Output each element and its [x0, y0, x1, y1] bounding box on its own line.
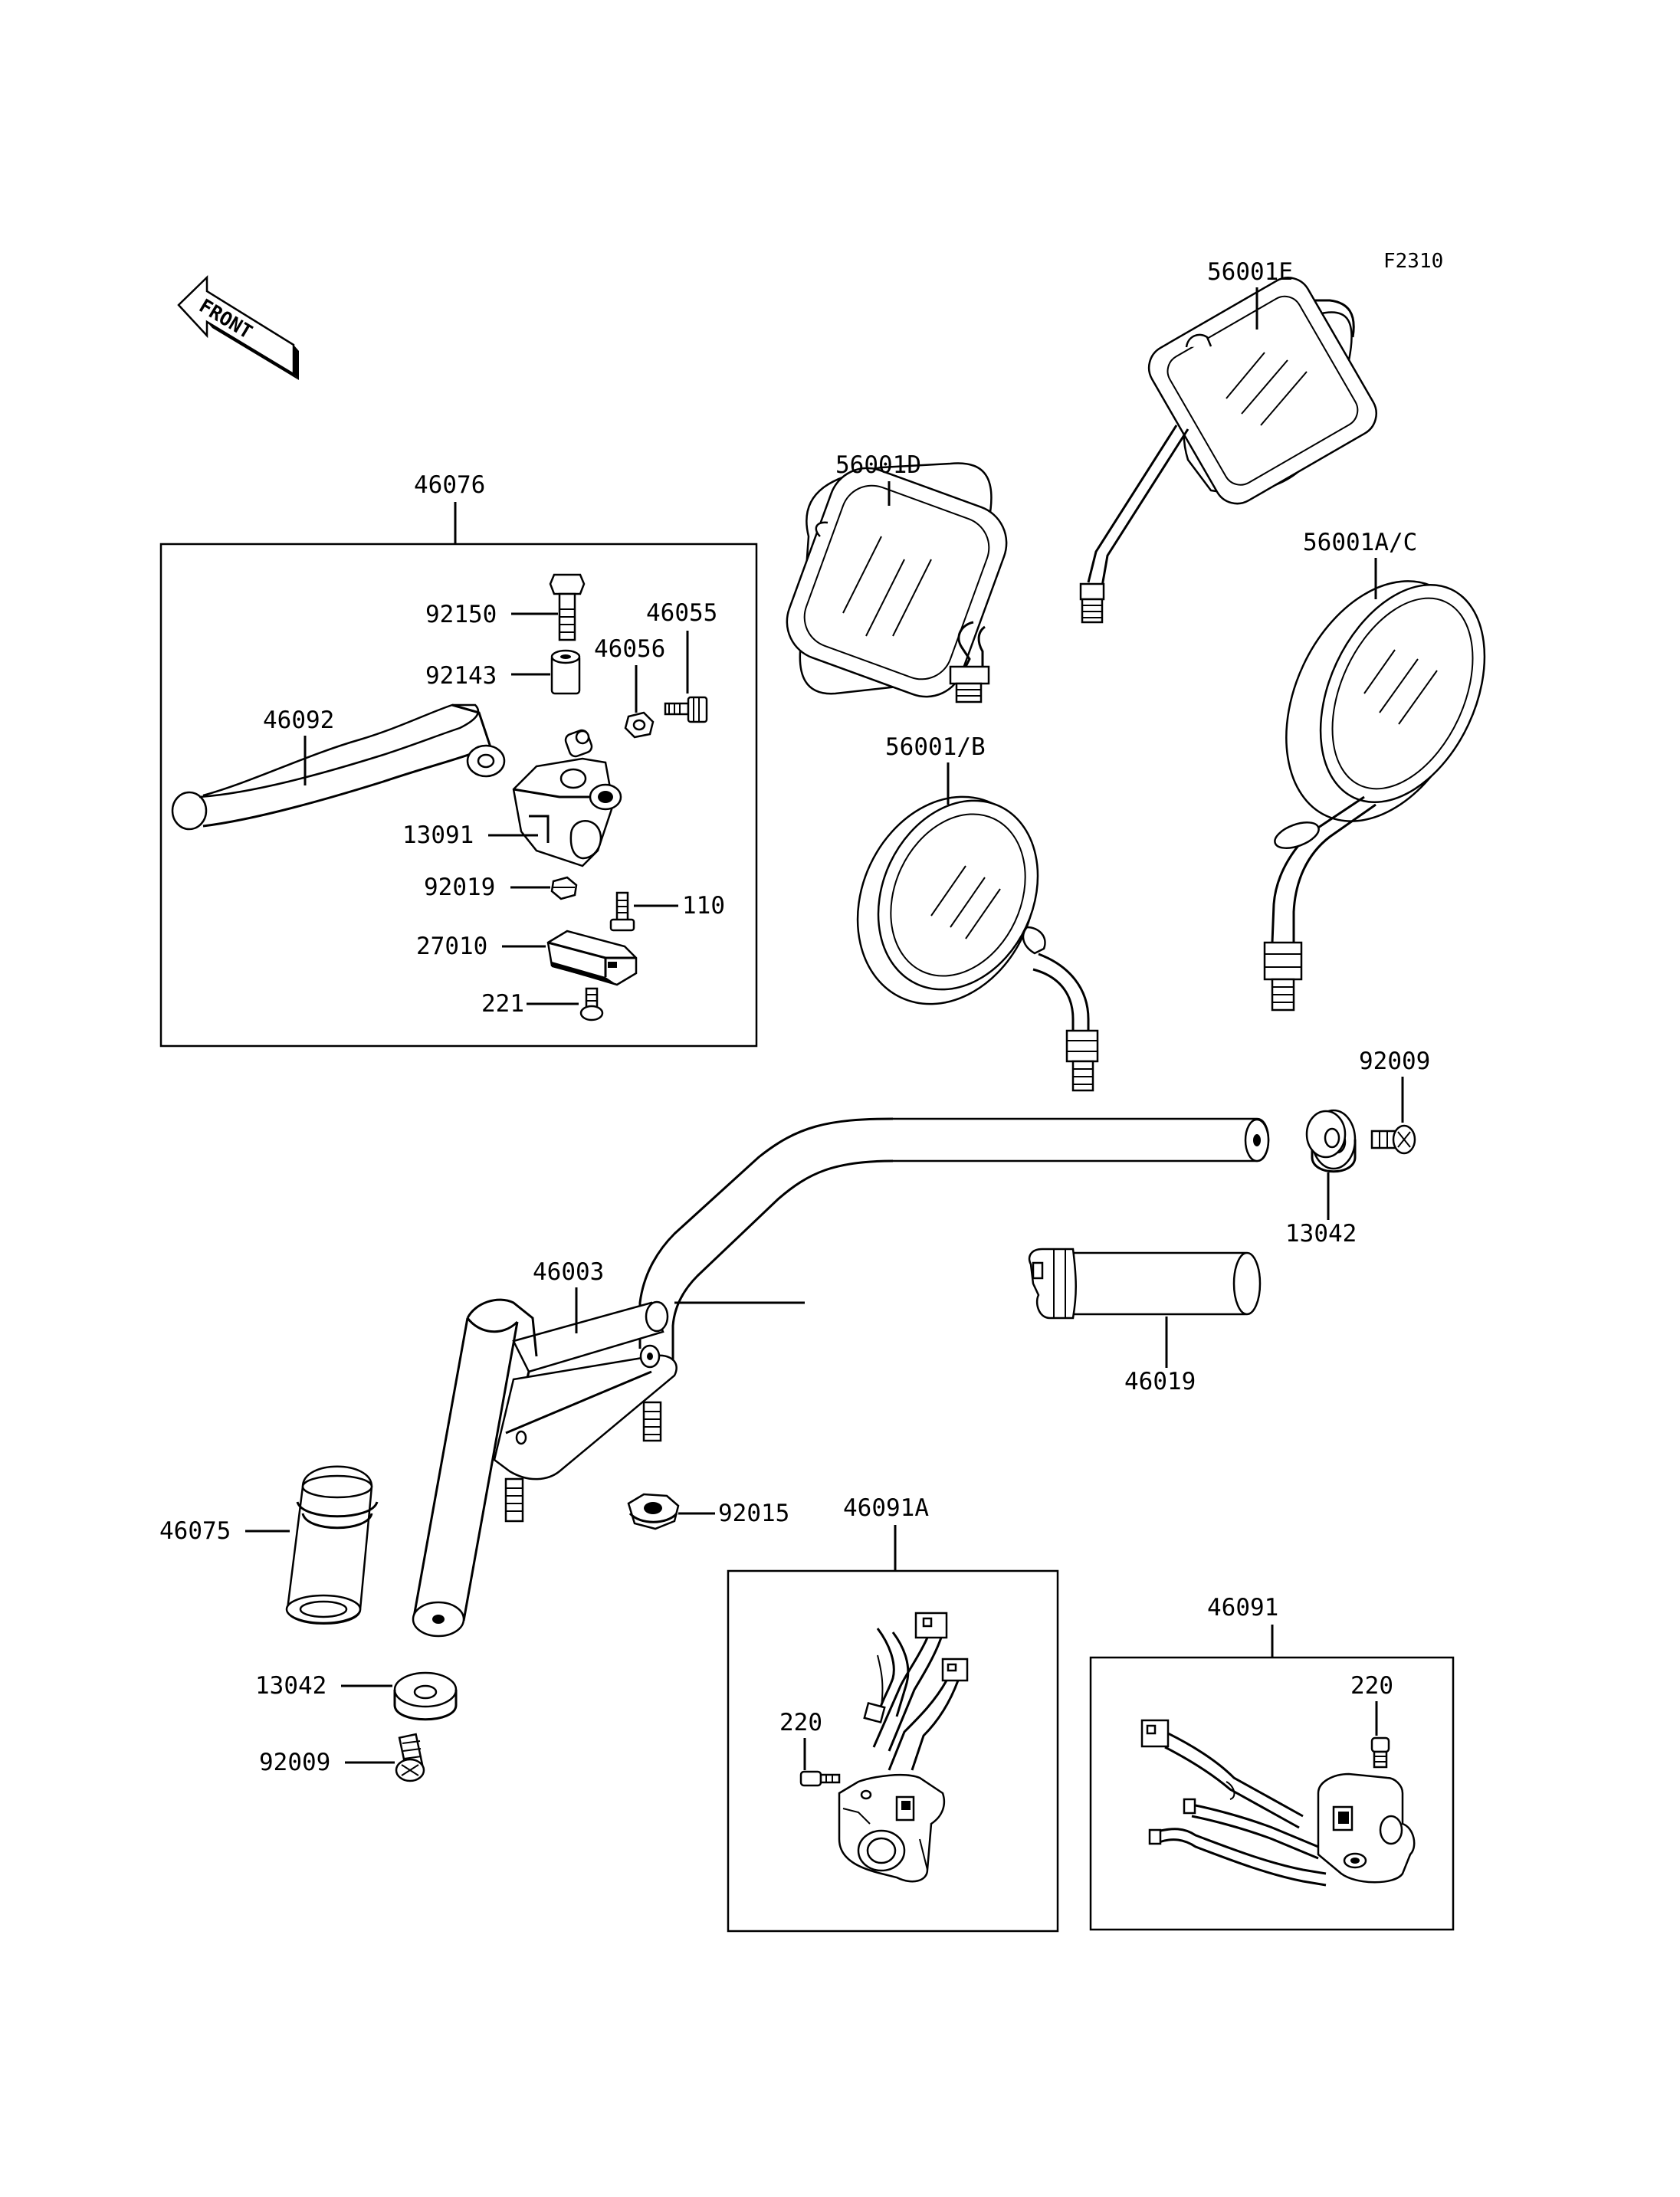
screw-110-icon — [609, 891, 635, 932]
label-46055: 46055 — [646, 599, 717, 627]
label-56001B: 56001/B — [885, 733, 986, 761]
handle-switch-46091-icon — [1140, 1719, 1416, 1887]
screw-92009-a-icon — [1370, 1124, 1416, 1155]
label-46076: 46076 — [414, 471, 485, 499]
grommet-13042-b-icon — [393, 1671, 458, 1721]
label-220-b: 220 — [1350, 1672, 1393, 1700]
mirror-56001D-icon — [786, 462, 1008, 703]
mirror-56001AC-icon — [1263, 580, 1486, 1012]
label-92150: 92150 — [425, 601, 497, 628]
label-13091: 13091 — [402, 821, 474, 849]
label-13042-b: 13042 — [255, 1672, 326, 1700]
grommet-13042-icon — [1305, 1109, 1357, 1173]
nut-92019-icon — [550, 876, 578, 900]
label-92143: 92143 — [425, 662, 497, 690]
label-27010: 27010 — [416, 933, 487, 960]
label-220-a: 220 — [779, 1709, 822, 1736]
mirror-56001B-icon — [856, 795, 1099, 1092]
label-13042-a: 13042 — [1285, 1220, 1357, 1248]
lever-holder-13091-icon — [512, 729, 622, 867]
label-56001E: 56001E — [1207, 258, 1293, 286]
label-92009-b: 92009 — [259, 1749, 330, 1776]
label-46056: 46056 — [594, 635, 665, 663]
label-56001AC: 56001A/C — [1303, 529, 1417, 556]
collar-92143-icon — [550, 649, 581, 695]
label-110: 110 — [682, 892, 725, 920]
label-92009-a: 92009 — [1359, 1048, 1430, 1075]
switch-assembly-46091-box — [1089, 1656, 1455, 1931]
label-56001D: 56001D — [835, 451, 921, 479]
bolt-92150-icon — [549, 573, 586, 641]
label-46075: 46075 — [159, 1517, 231, 1545]
left-grip-46075-icon — [285, 1465, 379, 1625]
screw-221-icon — [579, 987, 604, 1021]
label-46092: 46092 — [263, 707, 334, 734]
figure-code: F2310 — [1383, 250, 1443, 273]
mirror-56001E-icon — [1079, 277, 1377, 624]
nut-46056-icon — [624, 711, 655, 739]
throttle-grip-46019-icon — [1028, 1248, 1262, 1320]
switch-assembly-46091A-box — [727, 1569, 1059, 1933]
label-46003: 46003 — [533, 1258, 604, 1286]
nut-92015-icon — [627, 1493, 680, 1530]
label-46091: 46091 — [1207, 1594, 1278, 1622]
screw-220-b-icon — [1370, 1736, 1390, 1769]
adjuster-46055-icon — [664, 696, 708, 723]
switch-27010-icon — [546, 930, 638, 986]
handlebar-46003-icon — [412, 1117, 1270, 1638]
label-46019: 46019 — [1124, 1368, 1196, 1395]
lever-46092-icon — [171, 703, 506, 831]
label-92015: 92015 — [718, 1500, 789, 1527]
clutch-lever-assembly-box — [159, 543, 758, 1048]
screw-92009-b-icon — [395, 1733, 425, 1782]
handle-switch-46091A-icon — [838, 1612, 969, 1883]
label-46091A: 46091A — [843, 1494, 929, 1522]
label-92019: 92019 — [424, 874, 495, 901]
screw-220-a-icon — [799, 1770, 841, 1787]
label-221: 221 — [481, 990, 524, 1018]
front-arrow-icon: FRONT — [177, 275, 299, 380]
